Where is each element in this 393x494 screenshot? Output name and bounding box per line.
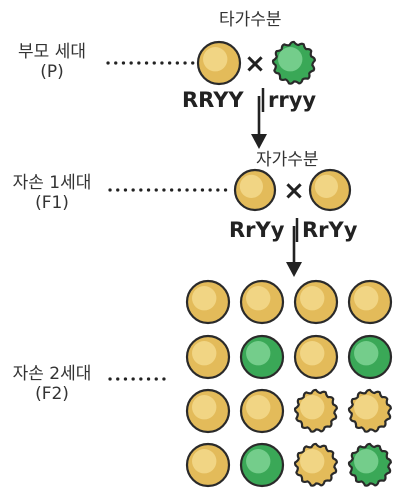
- f2-pea-r4-c3: [293, 442, 338, 487]
- p-generation-name: 부모 세대: [18, 42, 86, 62]
- f1-generation-label: 자손 1세대 (F1): [0, 173, 104, 213]
- f1-cross-sign: ×: [283, 176, 305, 206]
- f2-generation-symbol: (F2): [35, 384, 69, 404]
- f1-generation-symbol: (F1): [35, 193, 69, 213]
- f2-pea-r4-c1: [185, 442, 231, 488]
- f1-pea-2: [308, 168, 352, 212]
- p-genotype-1: RRYY: [182, 88, 244, 112]
- f2-pea-r1-c1: [185, 279, 231, 325]
- f2-pea-r2-c3: [293, 334, 339, 380]
- f2-pea-r2-c4: [347, 334, 393, 380]
- f1-pea-1: [233, 168, 277, 212]
- p-generation-symbol: (P): [40, 62, 64, 82]
- f2-pea-r4-c4: [347, 442, 392, 487]
- p-cross-label: 타가수분: [219, 10, 282, 30]
- f2-pea-r3-c4: [347, 388, 392, 433]
- f2-pea-r3-c3: [293, 388, 338, 433]
- f2-pea-r2-c2: [239, 334, 285, 380]
- f1-cross-label: 자가수분: [256, 150, 319, 170]
- f2-generation-name: 자손 2세대: [12, 364, 92, 384]
- f1-to-f2-arrow: [286, 226, 302, 277]
- f2-pea-r1-c2: [239, 279, 285, 325]
- p-generation-label: 부모 세대 (P): [6, 42, 98, 82]
- f1-genotype-1: RrYy: [229, 218, 285, 242]
- p-to-f1-arrow: [251, 96, 267, 149]
- f2-pea-r3-c1: [185, 388, 231, 434]
- f2-pea-r2-c1: [185, 334, 231, 380]
- p-genotype-2: rryy: [268, 88, 317, 112]
- f1-genotype-2: RrYy: [302, 218, 358, 242]
- f2-pea-r4-c2: [239, 442, 285, 488]
- f2-pea-r1-c4: [347, 279, 393, 325]
- p-cross-sign: ×: [244, 49, 266, 79]
- f2-pea-r3-c2: [239, 388, 285, 434]
- f2-pea-r1-c3: [293, 279, 339, 325]
- parent-pea-wrinkled-green: [271, 40, 316, 85]
- parent-pea-round-yellow: [196, 40, 242, 86]
- pea-group: [185, 40, 393, 488]
- f2-generation-label: 자손 2세대 (F2): [2, 364, 102, 404]
- f1-generation-name: 자손 1세대: [12, 173, 92, 193]
